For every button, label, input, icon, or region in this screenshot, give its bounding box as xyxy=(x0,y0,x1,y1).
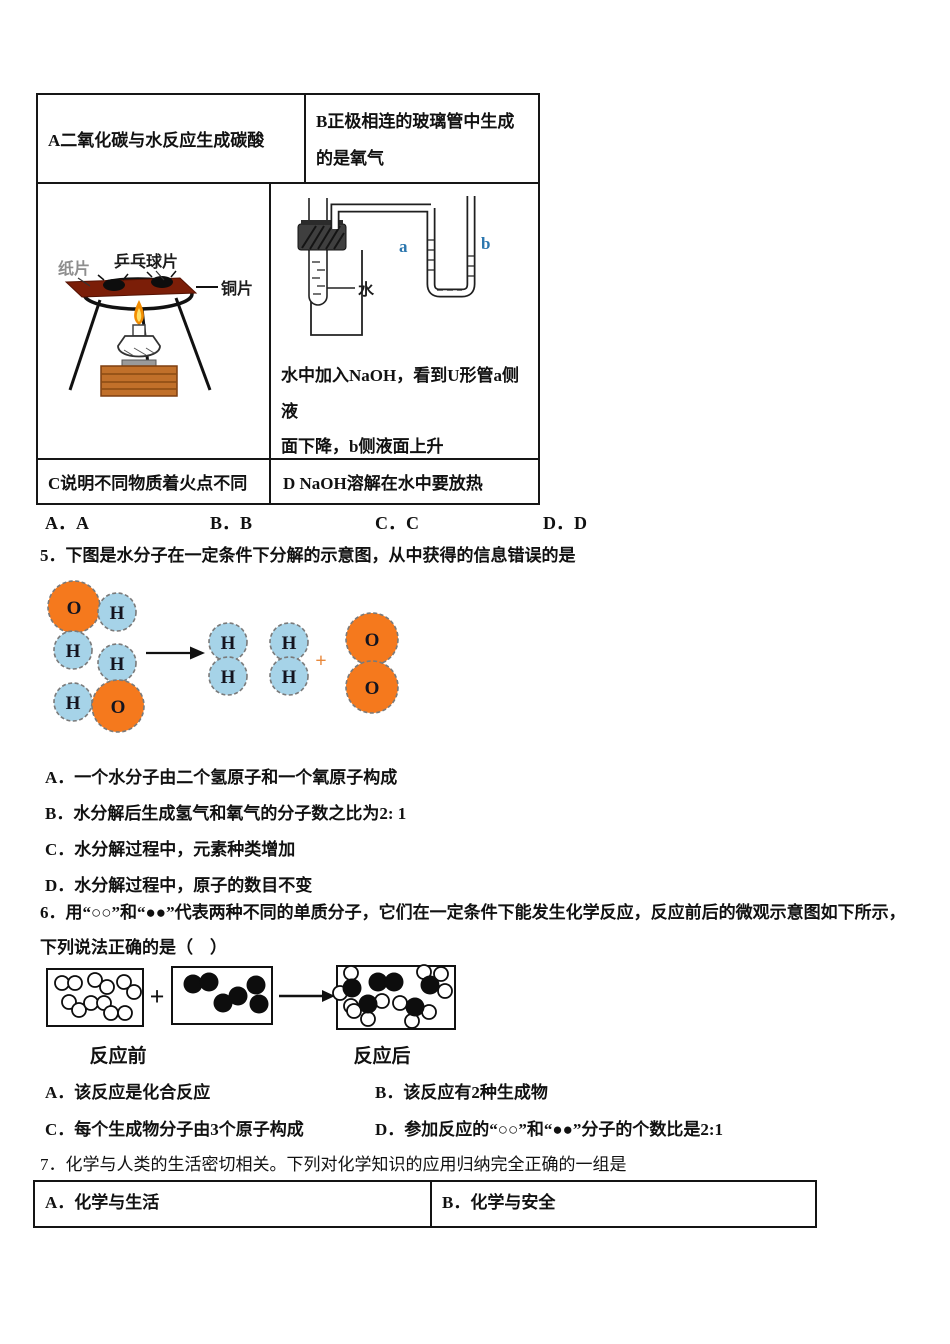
pingpong-label: 乒乓球片 xyxy=(114,252,178,271)
table-divider xyxy=(304,95,306,182)
paper-label: 纸片 xyxy=(58,259,90,278)
q5-option-d: D．水分解过程中，原子的数目不变 xyxy=(45,876,313,895)
hydrogen-atom-label: H xyxy=(66,641,81,662)
copper-plate xyxy=(64,277,198,298)
q6-stem-line1: 6．用“○○”和“●●”代表两种不同的单质分子，它们在一定条件下能发生化学反应，… xyxy=(40,903,906,922)
q6-option-c: C．每个生成物分子由3个原子构成 xyxy=(45,1120,304,1139)
alcohol-lamp xyxy=(117,324,161,367)
tube-a-label: a xyxy=(399,237,408,256)
oxygen-atom-label: O xyxy=(365,678,380,699)
q4-b-desc-line1: 水中加入NaOH，看到U形管a侧 xyxy=(281,366,519,385)
q6-option-a: A．该反应是化合反应 xyxy=(45,1083,211,1102)
table-divider xyxy=(38,182,538,184)
pingpong-piece xyxy=(146,270,177,288)
hydrogen-atom-label: H xyxy=(282,633,297,654)
q4-answer-c: C．C xyxy=(375,513,419,533)
copper-label: 铜片 xyxy=(221,279,253,298)
q4-cell-d-text: D NaOH溶解在水中要放热 xyxy=(283,474,483,493)
q4-option-table: A二氧化碳与水反应生成碳酸 B正极相连的玻璃管中生成 的是氧气 xyxy=(36,93,540,505)
table-divider xyxy=(269,460,271,503)
hydrogen-molecules: H H H H xyxy=(208,622,309,696)
oxygen-atom-label: O xyxy=(67,598,82,619)
reaction-micro-diagram: + 反应前 反应后 xyxy=(46,964,456,1067)
q5-option-b: B．水分解后生成氢气和氧气的分子数之比为2: 1 xyxy=(45,804,407,823)
hydrogen-atom-label: H xyxy=(66,693,81,714)
plus-sign: + xyxy=(315,650,326,672)
q6-option-d: D．参加反应的“○○”和“●●”分子的个数比是2:1 xyxy=(375,1120,724,1139)
test-tube xyxy=(308,198,328,306)
q4-cell-b-line1: B正极相连的玻璃管中生成 xyxy=(316,112,515,131)
oxygen-atom-label: O xyxy=(365,630,380,651)
q6-option-b: B．该反应有2种生成物 xyxy=(375,1083,548,1102)
before-box-white-molecules xyxy=(46,968,144,1027)
q5-option-c: C．水分解过程中，元素种类增加 xyxy=(45,840,296,859)
wood-block xyxy=(100,365,178,397)
reaction-arrow-icon xyxy=(279,990,335,1002)
water-decomposition-diagram: O H H H H O H H H H + O O xyxy=(47,580,399,733)
q4-b-desc-line3: 面下降，b侧液面上升 xyxy=(281,437,444,456)
tube-b-label: b xyxy=(481,234,490,253)
q7-stem: 7．化学与人类的生活密切相关。下列对化学知识的应用归纳完全正确的一组是 xyxy=(40,1155,627,1174)
q7-table: A．化学与生活 B．化学与安全 xyxy=(33,1180,817,1228)
after-reaction-label: 反应后 xyxy=(353,1044,410,1067)
q4-answer-d: D．D xyxy=(543,513,587,533)
q4-cell-b: B正极相连的玻璃管中生成 的是氧气 xyxy=(306,95,538,182)
q5-option-a: A．一个水分子由二个氢原子和一个氧原子构成 xyxy=(45,768,398,787)
q4-b-desc-line2: 液 xyxy=(281,402,298,421)
table-divider xyxy=(430,1182,432,1226)
q7-cell-b: B．化学与安全 xyxy=(442,1193,556,1212)
table-divider xyxy=(38,458,538,460)
q4-cell-b-line2: 的是氧气 xyxy=(316,149,384,168)
after-box-product-molecules xyxy=(332,964,456,1030)
hydrogen-atom-label: H xyxy=(110,603,125,624)
q5-stem: 5．下图是水分子在一定条件下分解的示意图，从中获得的信息错误的是 xyxy=(40,546,576,565)
hydrogen-atom-label: H xyxy=(221,667,236,688)
q4-figure-a: 纸片 乒乓球片 铜片 xyxy=(38,184,269,458)
oxygen-atom-label: O xyxy=(111,697,126,718)
q7-cell-a: A．化学与生活 xyxy=(45,1193,160,1212)
q4-figure-b: a b 水 水中加入NaOH，看到U形管a侧 液 面下降，b侧液面上升 xyxy=(271,184,538,458)
before-reaction-label: 反应前 xyxy=(89,1044,146,1067)
q4-answer-a: A．A xyxy=(45,513,89,533)
reaction-arrow-icon xyxy=(146,646,205,660)
q4-cell-d: D NaOH溶解在水中要放热 xyxy=(271,460,538,503)
q4-cell-a: A二氧化碳与水反应生成碳酸 xyxy=(38,95,304,182)
flame-icon xyxy=(134,300,144,325)
rubber-stopper xyxy=(297,220,347,251)
water-label: 水 xyxy=(358,280,375,299)
plus-sign: + xyxy=(150,982,165,1011)
utube-apparatus-figure: a b 水 xyxy=(297,196,490,336)
table-divider xyxy=(269,184,271,458)
hydrogen-atom-label: H xyxy=(282,667,297,688)
q4-cell-c: C说明不同物质着火点不同 xyxy=(38,460,269,503)
q4-cell-a-text: A二氧化碳与水反应生成碳酸 xyxy=(48,131,265,150)
q6-stem-line2: 下列说法正确的是（ ） xyxy=(40,938,227,957)
q4-cell-c-text: C说明不同物质着火点不同 xyxy=(48,474,248,493)
oxygen-molecule: O O xyxy=(345,612,399,714)
hydrogen-atom-label: H xyxy=(221,633,236,654)
u-tube xyxy=(330,196,476,298)
paper-piece xyxy=(97,273,129,291)
water-molecules: O H H H H O xyxy=(47,580,145,733)
q4-answer-b: B．B xyxy=(210,513,253,533)
hydrogen-atom-label: H xyxy=(110,654,125,675)
tripod-apparatus-figure: 纸片 乒乓球片 铜片 xyxy=(58,252,253,397)
before-box-black-molecules xyxy=(171,966,273,1025)
